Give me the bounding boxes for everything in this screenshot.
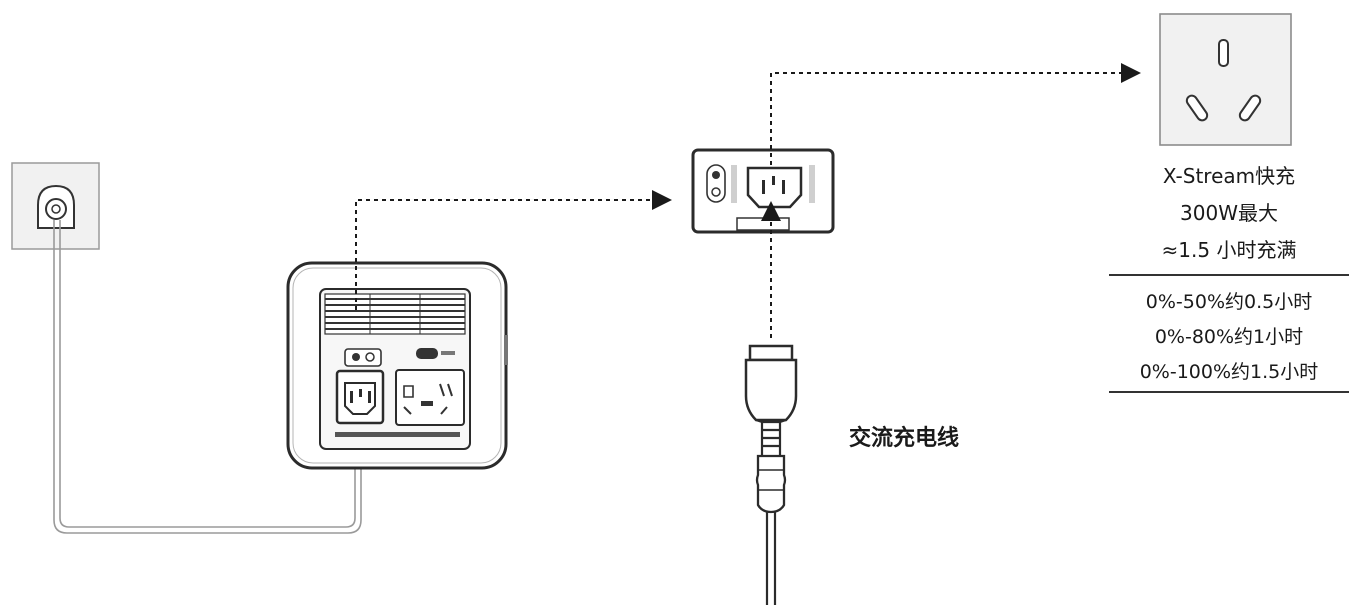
charge-time-100: 0%-100%约1.5小时 [1139, 361, 1319, 383]
spec-line-brand: X-Stream快充 [1162, 164, 1296, 188]
bottom-divider [1109, 391, 1349, 393]
ac-cable-plug-icon [744, 344, 798, 605]
charge-time-80: 0%-80%约1小时 [1154, 326, 1304, 348]
power-cable [53, 220, 362, 534]
spec-line-full-charge: ≈1.5 小时充满 [1161, 238, 1297, 262]
power-station-icon [286, 261, 508, 470]
top-divider [1109, 274, 1349, 276]
wall-outlet-right-icon [1159, 13, 1292, 146]
ac-cable-label: 交流充电线 [849, 426, 960, 451]
charger-adapter-icon [691, 148, 835, 234]
spec-line-power: 300W最大 [1180, 201, 1278, 225]
ac-input-port-icon [335, 369, 385, 425]
charge-time-50: 0%-50%约0.5小时 [1145, 291, 1313, 313]
wall-socket-left-icon [11, 162, 100, 250]
dotted-link-adapter-outlet [770, 63, 1141, 165]
